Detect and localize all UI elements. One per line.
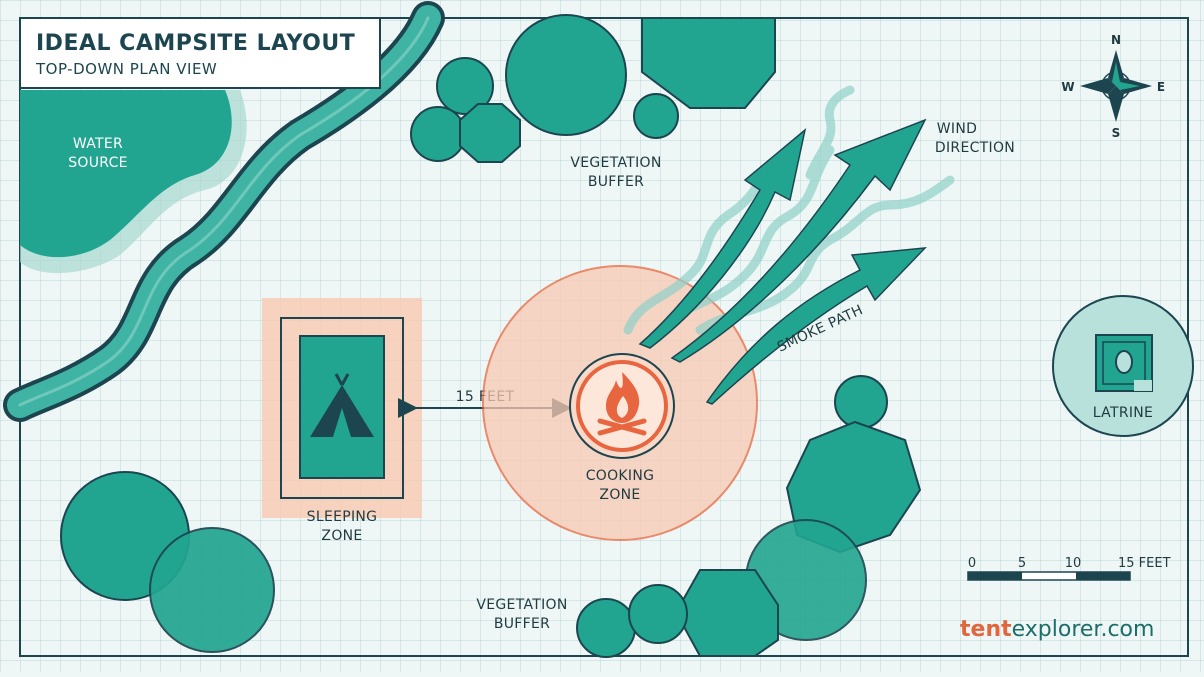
water-source — [20, 90, 247, 274]
diagram-subtitle: TOP-DOWN PLAN VIEW — [35, 60, 217, 78]
scale-tick-15: 15 FEET — [1118, 556, 1171, 571]
scale-tick-10: 10 — [1065, 556, 1082, 571]
brand-part-2: explorer.com — [1012, 617, 1155, 642]
compass-rose-icon — [1080, 50, 1152, 122]
vegetation-bottom-label-1: VEGETATION — [476, 597, 567, 613]
wind-direction-label-1: WIND — [937, 121, 977, 137]
campfire-icon — [597, 372, 647, 436]
scale-tick-5: 5 — [1018, 556, 1026, 571]
vegetation-bottom-right — [576, 375, 922, 658]
tent-icon — [310, 373, 374, 437]
vegetation-top-label-2: BUFFER — [588, 174, 644, 190]
water-source-label-1: WATER — [73, 136, 123, 152]
vegetation-bottom-label-2: BUFFER — [494, 616, 550, 632]
wind-direction-label-2: DIRECTION — [935, 140, 1015, 156]
scale-tick-0: 0 — [968, 556, 976, 571]
latrine-icon — [1095, 334, 1153, 392]
cooking-zone-label-2: ZONE — [599, 487, 640, 503]
vegetation-top-label-1: VEGETATION — [570, 155, 661, 171]
title-box — [19, 17, 381, 89]
brand-part-1: tent — [960, 617, 1012, 642]
sleeping-zone-label-2: ZONE — [321, 528, 362, 544]
brand-logo: tentexplorer.com — [960, 617, 1154, 642]
cooking-zone-label-1: COOKING — [586, 468, 655, 484]
water-source-label-2: SOURCE — [68, 155, 128, 171]
vegetation-bottom-left — [60, 471, 275, 653]
vegetation-buffer-top — [410, 14, 776, 163]
sleeping-zone-label-1: SLEEPING — [307, 509, 378, 525]
compass-w: W — [1061, 80, 1074, 94]
wind-arrows — [638, 118, 927, 405]
compass-e: E — [1157, 80, 1165, 94]
compass-n: N — [1111, 33, 1121, 47]
diagram-title: IDEAL CAMPSITE LAYOUT — [36, 31, 355, 56]
latrine-label: LATRINE — [1093, 405, 1153, 421]
compass-s: S — [1112, 126, 1121, 140]
scale-bar — [967, 571, 1131, 581]
